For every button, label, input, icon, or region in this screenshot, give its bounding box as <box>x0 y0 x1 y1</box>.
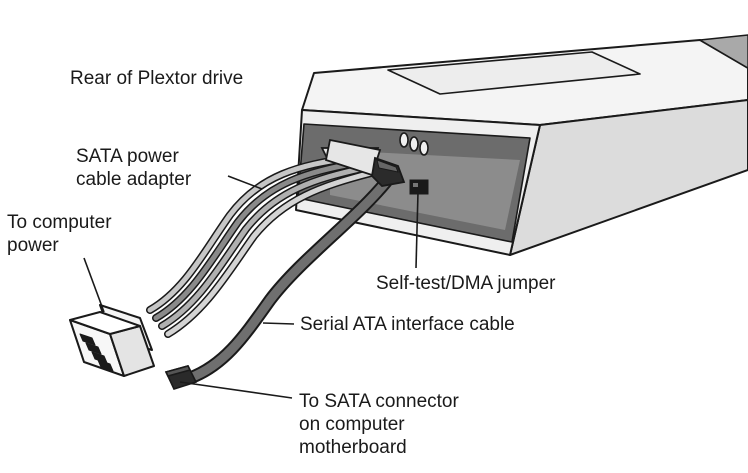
leader-jumper <box>415 191 419 269</box>
drive-connector <box>320 138 406 187</box>
interface-cable <box>183 175 393 385</box>
jumper-icon <box>409 179 429 195</box>
label-computer-power: To computer power <box>7 212 112 256</box>
drive <box>295 34 748 256</box>
power-cable <box>146 154 375 338</box>
indicator-1 <box>399 132 409 148</box>
leader-power-adapter <box>227 175 263 190</box>
drive-side-shade <box>699 34 748 69</box>
molex-connector <box>69 304 155 377</box>
leader-interface-cable <box>262 322 295 325</box>
label-sata-power-adapter: SATA power cable adapter <box>76 146 192 190</box>
label-interface-cable: Serial ATA interface cable <box>300 314 515 335</box>
drive-top-label <box>387 51 641 95</box>
sata-end-connector <box>164 365 198 390</box>
indicator-3 <box>419 140 429 156</box>
indicator-2 <box>409 136 419 152</box>
rear-indicators <box>399 132 429 156</box>
leader-computer-power <box>83 257 105 313</box>
label-sata-connector: To SATA connector on computer motherboar… <box>299 391 459 458</box>
leader-lines <box>83 175 419 399</box>
jumper-block <box>409 179 429 195</box>
label-rear-drive: Rear of Plextor drive <box>70 68 244 89</box>
label-jumper: Self-test/DMA jumper <box>376 273 556 294</box>
leader-sata-connector <box>179 381 293 399</box>
